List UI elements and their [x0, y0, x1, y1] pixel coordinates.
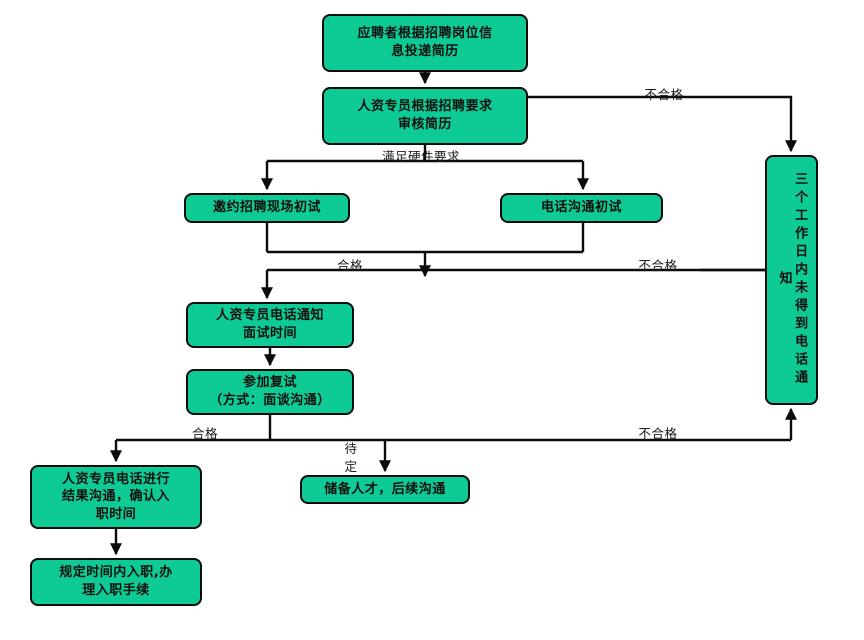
node-second-interview-label: 参加复试 （方式：面谈沟通） — [209, 375, 331, 408]
edge-label-meets-requirements: 满足硬件要求 — [381, 149, 460, 164]
node-phone-first-interview-label: 电话沟通初试 — [540, 200, 622, 216]
node-apply[interactable]: 应聘者根据招聘岗位信 息投递简历 — [322, 14, 528, 72]
node-onsite-first-interview-label: 邀约招聘现场初试 — [212, 200, 321, 216]
node-talent-pool-label: 储备人才，后续沟通 — [324, 481, 446, 497]
node-screen-resume[interactable]: 人资专员根据招聘要求 审核简历 — [322, 87, 528, 145]
edge-label-pending: 待 定 — [344, 441, 358, 475]
node-result-communication[interactable]: 人资专员电话进行 结果沟通，确认入 职时间 — [30, 465, 202, 529]
node-talent-pool[interactable]: 储备人才，后续沟通 — [300, 475, 470, 504]
node-no-call-within-three-days[interactable]: 三个工作日内未得到电话通知 — [765, 155, 818, 405]
node-no-call-within-three-days-label: 三个工作日内未得到电话通知 — [776, 172, 808, 388]
edge-label-reject-first: 不合格 — [638, 258, 678, 273]
node-second-interview[interactable]: 参加复试 （方式：面谈沟通） — [186, 369, 354, 415]
edge-label-pass-second: 合格 — [191, 426, 218, 441]
node-apply-label: 应聘者根据招聘岗位信 息投递简历 — [357, 26, 493, 59]
node-onboarding[interactable]: 规定时间内入职,办 理入职手续 — [30, 558, 202, 606]
node-notify-interview-time-label: 人资专员电话通知 面试时间 — [215, 308, 324, 341]
node-onsite-first-interview[interactable]: 邀约招聘现场初试 — [184, 193, 350, 223]
node-result-communication-label: 人资专员电话进行 结果沟通，确认入 职时间 — [61, 471, 170, 522]
edge-screen-to-no-call — [528, 95, 797, 153]
edge-label-pass-first: 合格 — [336, 258, 363, 273]
node-screen-resume-label: 人资专员根据招聘要求 审核简历 — [357, 99, 493, 132]
edge-label-reject-screen: 不合格 — [644, 87, 684, 102]
node-notify-interview-time[interactable]: 人资专员电话通知 面试时间 — [186, 302, 354, 348]
node-phone-first-interview[interactable]: 电话沟通初试 — [500, 193, 663, 223]
node-onboarding-label: 规定时间内入职,办 理入职手续 — [59, 565, 173, 598]
edge-label-reject-second: 不合格 — [638, 426, 678, 441]
